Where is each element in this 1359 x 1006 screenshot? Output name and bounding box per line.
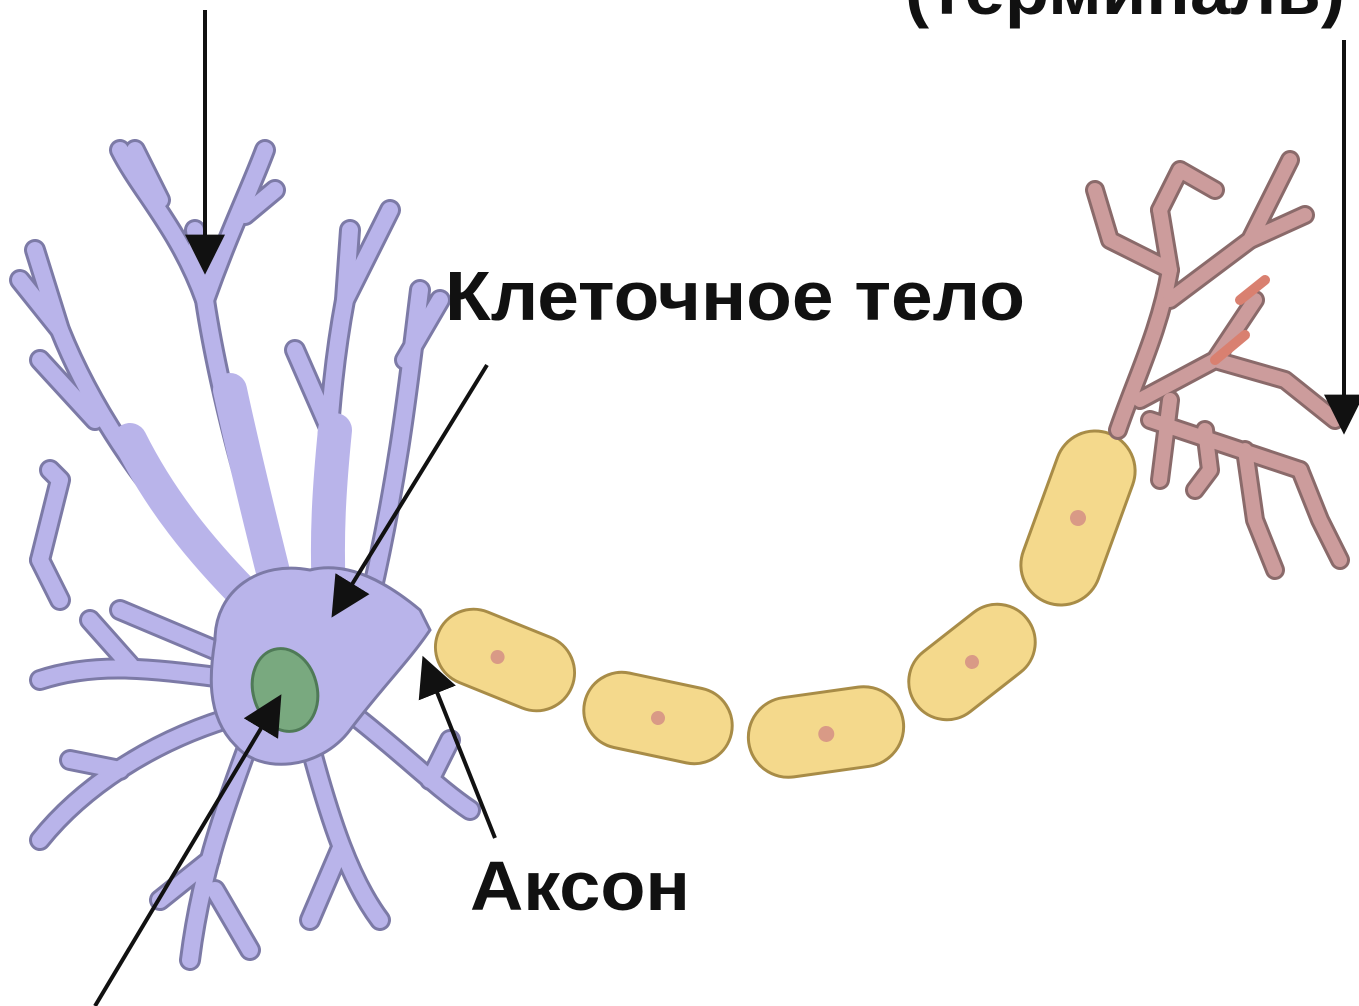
myelin-segment xyxy=(424,598,586,722)
cell-body-label: Клеточное тело xyxy=(445,257,1025,335)
myelin-sheath xyxy=(424,420,1146,783)
axon-label: Аксон xyxy=(470,847,690,925)
axon-terminals xyxy=(1095,160,1340,570)
myelin-segment xyxy=(1010,420,1147,617)
terminals-label: (терминаль) xyxy=(905,0,1345,29)
cell-body xyxy=(211,568,430,765)
myelin-segment xyxy=(577,665,740,771)
myelin-segment xyxy=(893,589,1050,735)
dendrites xyxy=(20,150,470,960)
pointers xyxy=(95,10,1344,1006)
myelin-segment xyxy=(743,682,909,783)
